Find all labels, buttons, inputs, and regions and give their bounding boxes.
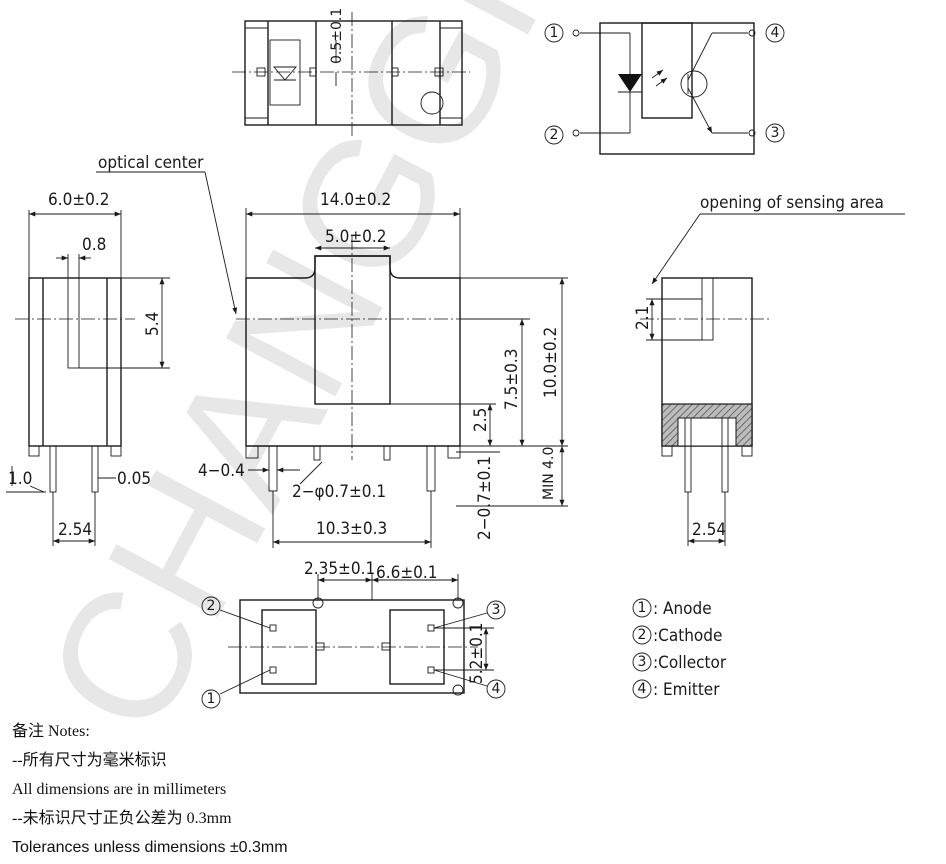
top-mark-circle xyxy=(420,91,444,115)
dim-front-pin-width: 4−0.4 xyxy=(198,461,245,481)
legend-text-1: : Anode xyxy=(653,599,712,619)
led-icon xyxy=(618,74,642,92)
note-units-cn: --所有尺寸为毫米标识 xyxy=(12,752,167,769)
dim-bottom-offset: 2.35±0.1 xyxy=(304,559,375,579)
note-tolerance-en: Tolerances unless dimensions ±0.3mm xyxy=(12,839,288,856)
bottom-pin-1: 1 xyxy=(207,691,216,707)
bottom-pin-3: 3 xyxy=(492,602,501,618)
dim-front-width: 14.0±0.2 xyxy=(320,190,391,210)
schematic-pin-3: 3 xyxy=(771,125,780,141)
opening-callout: opening of sensing area xyxy=(651,193,905,285)
legend-text-3: :Collector xyxy=(653,653,727,673)
schematic-pin-1: 1 xyxy=(550,25,559,41)
legend-num-3: 3 xyxy=(638,654,647,670)
side-view: 6.0±0.2 0.8 5.4 1.0 0.05 2.54 xyxy=(6,190,170,546)
dim-right-opening: 2.1 xyxy=(633,306,653,330)
dim-side-pin-len: 1.0 xyxy=(8,469,32,489)
dim-side-pitch: 2.54 xyxy=(58,520,92,540)
legend-num-4: 4 xyxy=(638,681,647,697)
dim-right-pitch: 2.54 xyxy=(692,520,726,540)
dim-front-axis: 7.5±0.3 xyxy=(502,349,522,410)
dim-side-slot: 0.8 xyxy=(82,235,106,255)
right-view: 2.1 2.54 xyxy=(633,277,770,546)
schematic-pin-4: 4 xyxy=(771,25,780,41)
label-optical-center: optical center xyxy=(98,153,204,173)
dim-bottom-pin-pitch: 5.2±0.1 xyxy=(467,623,487,684)
top-diode-icon xyxy=(273,66,297,81)
dim-front-height: 10.0±0.2 xyxy=(541,327,561,398)
dim-front-slot: 5.0±0.2 xyxy=(325,227,386,247)
schematic-pin-2: 2 xyxy=(550,127,559,143)
notes-block: 备注 Notes: --所有尺寸为毫米标识 All dimensions are… xyxy=(12,717,612,862)
dim-front-pin-min: MIN 4.0 xyxy=(541,447,557,500)
front-view: 14.0±0.2 5.0±0.2 10.0±0.2 7.5±0.3 2.5 4−… xyxy=(198,190,568,548)
bottom-pin-4: 4 xyxy=(492,681,501,697)
label-opening: opening of sensing area xyxy=(700,193,884,213)
legend-num-2: 2 xyxy=(638,627,647,643)
optical-center-callout: optical center xyxy=(96,153,238,315)
pin-legend: 1 : Anode 2 :Cathode 3 :Collector 4 : Em… xyxy=(632,598,727,700)
dim-front-slot-bottom: 2.5 xyxy=(471,408,491,432)
bottom-view: 2.35±0.1 6.6±0.1 5.2±0.1 2 1 3 4 xyxy=(201,559,506,709)
bottom-pin-2: 2 xyxy=(207,598,216,614)
top-view: 0.5±0.1 xyxy=(232,8,470,136)
dim-front-pin-pitch: 10.3±0.3 xyxy=(316,519,387,539)
note-units-en: All dimensions are in millimeters xyxy=(12,781,227,798)
circuit-schematic: 1 2 4 3 xyxy=(544,22,785,155)
note-tolerance-cn: --未标识尺寸正负公差为 0.3mm xyxy=(12,810,232,827)
dim-side-width: 6.0±0.2 xyxy=(48,190,109,210)
legend-text-2: :Cathode xyxy=(653,626,722,646)
dim-top-gap: 0.5±0.1 xyxy=(329,8,345,64)
dim-front-pin-spec: 2−0.7±0.1 xyxy=(475,456,495,540)
legend-text-4: : Emitter xyxy=(653,680,720,700)
note-heading: 备注 Notes: xyxy=(12,723,90,740)
dim-side-height: 5.4 xyxy=(143,312,163,336)
phototransistor-icon xyxy=(680,70,708,98)
dim-front-holes: 2−φ0.7±0.1 xyxy=(292,482,386,502)
dim-bottom-spacing: 6.6±0.1 xyxy=(376,563,437,583)
watermark: CHANGGHT xyxy=(7,0,668,763)
dim-side-pin-thickness: 0.05 xyxy=(117,469,151,489)
legend-num-1: 1 xyxy=(638,600,647,616)
